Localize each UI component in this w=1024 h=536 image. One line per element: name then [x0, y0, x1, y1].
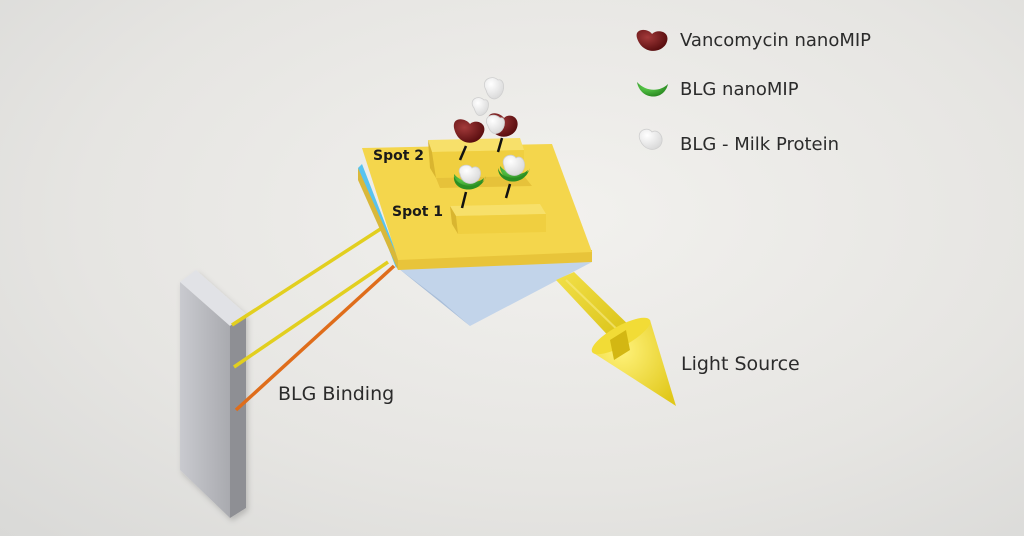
light-source-cone: [591, 317, 676, 406]
reflected-beam-1: [231, 226, 383, 327]
light-source-label: Light Source: [681, 353, 800, 375]
vancomycin-nanomip-spot2-a: [453, 119, 485, 161]
prism: [398, 262, 592, 326]
blg-milk-protein-floating: [471, 77, 505, 134]
blg-nanomip-spot1-a: [453, 164, 486, 209]
legend-label-blg-nanomip: BLG nanoMIP: [680, 79, 799, 100]
detector-plate: [180, 270, 246, 518]
blg-nanomip-icon: [637, 82, 668, 97]
reflected-beam-2: [233, 260, 389, 369]
vancomycin-nanomip-icon: [636, 29, 668, 51]
spot-2-label: Spot 2: [373, 148, 425, 164]
spot-1-label: Spot 1: [392, 204, 444, 220]
legend-label-blg-milk-protein: BLG - Milk Protein: [680, 134, 840, 155]
blg-milk-protein-icon: [638, 128, 663, 150]
spot-1-pad: [450, 204, 546, 234]
blg-nanomip-spot1-b: [498, 154, 530, 199]
legend-label-vancomycin: Vancomycin nanoMIP: [680, 30, 872, 51]
reflected-beam-blg: [234, 264, 396, 412]
blg-binding-label: BLG Binding: [278, 383, 395, 405]
reflected-beams: [231, 226, 396, 412]
